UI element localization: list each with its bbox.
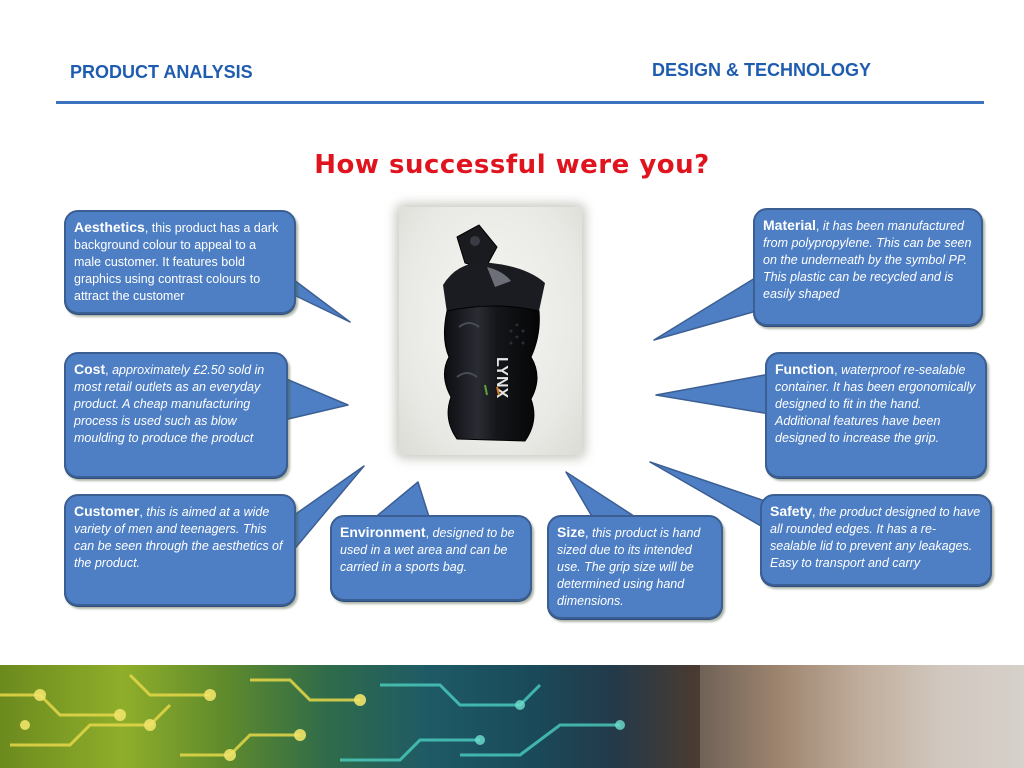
header-right-title: DESIGN & TECHNOLOGY: [652, 60, 872, 80]
callout-separator: ,: [139, 505, 147, 519]
callout-label: Aesthetics: [74, 219, 145, 235]
environment-callout: Environment, designed to be used in a we…: [330, 515, 532, 601]
callout-separator: ,: [425, 526, 433, 540]
callout-label: Size: [557, 524, 586, 540]
header-left-title: PRODUCT ANALYSIS: [70, 62, 253, 82]
callout-label: Customer: [74, 503, 140, 519]
callout-separator: ,: [834, 363, 842, 377]
callout-text: this is aimed at a wide variety of men a…: [74, 505, 283, 570]
product-brand-label: LYNX: [493, 357, 510, 399]
header-divider: [56, 101, 984, 104]
size-callout: Size, this product is hand sized due to …: [547, 515, 723, 619]
callout-separator: ,: [144, 221, 152, 235]
function-tail: [655, 373, 771, 415]
cost-callout: Cost, approximately £2.50 sold in most r…: [64, 352, 288, 478]
callout-label: Function: [775, 361, 835, 377]
callout-text: this product has a dark background colou…: [74, 221, 279, 303]
cost-tail: [283, 377, 349, 421]
material-tail: [653, 274, 761, 341]
function-callout: Function, waterproof re-sealable contain…: [765, 352, 987, 478]
product-photo: LYNX: [399, 207, 582, 455]
callout-text: approximately £2.50 sold in most retail …: [74, 363, 265, 445]
callout-text: it has been manufactured from polypropyl…: [763, 219, 972, 301]
callout-separator: ,: [585, 526, 592, 540]
circuit-board-footer: [0, 665, 1024, 768]
callout-separator: ,: [812, 505, 819, 519]
callout-text: waterproof re-sealable container. It has…: [775, 363, 976, 445]
safety-callout: Safety, the product designed to have all…: [760, 494, 992, 586]
size-tail: [565, 471, 641, 521]
callout-label: Material: [763, 217, 816, 233]
callout-label: Cost: [74, 361, 106, 377]
callout-separator: ,: [815, 219, 823, 233]
material-callout: Material, it has been manufactured from …: [753, 208, 983, 326]
callout-label: Safety: [770, 503, 813, 519]
slide-title: How successful were you?: [314, 150, 710, 180]
callout-text: this product is hand sized due to its in…: [557, 526, 701, 608]
callout-text: the product designed to have all rounded…: [770, 505, 981, 570]
callout-separator: ,: [105, 363, 113, 377]
callout-text: designed to be used in a wet area and ca…: [340, 526, 515, 574]
circuit-pattern-icon: [0, 665, 1024, 768]
callout-label: Environment: [340, 524, 426, 540]
shower-gel-bottle-icon: LYNX: [443, 224, 545, 442]
customer-callout: Customer, this is aimed at a wide variet…: [64, 494, 296, 606]
aesthetics-callout: Aesthetics, this product has a dark back…: [64, 210, 296, 314]
